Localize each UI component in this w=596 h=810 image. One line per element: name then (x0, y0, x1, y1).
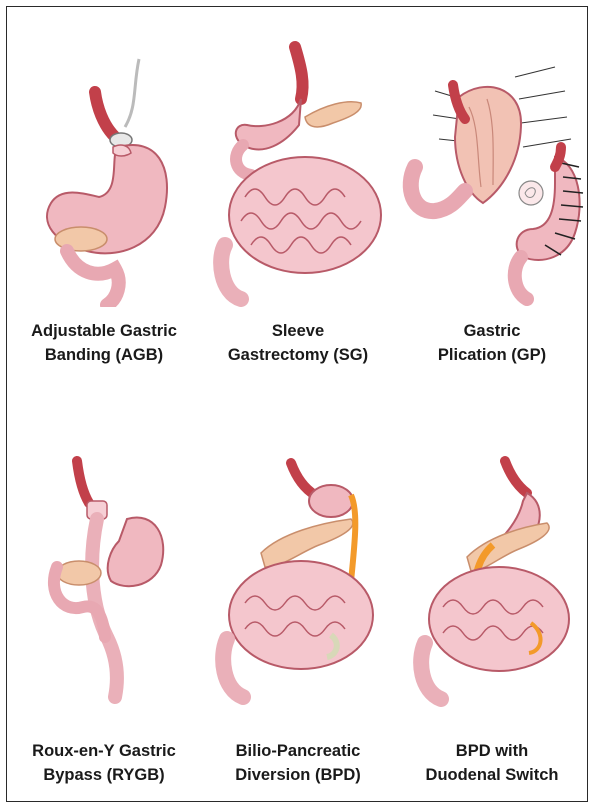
panel-ds: BPD with Duodenal Switch (395, 407, 589, 803)
pancreas (261, 519, 353, 567)
esophagus (95, 92, 115, 137)
bpd-illustration (201, 407, 395, 707)
rygb-illustration (7, 407, 201, 707)
band-tube (125, 59, 139, 127)
duodenum-2 (515, 257, 527, 299)
sg-illustration (201, 7, 395, 307)
caption-line: Gastrectomy (SG) (201, 343, 395, 367)
caption-line: Gastric (395, 319, 589, 343)
figure-frame: Adjustable Gastric Banding (AGB) Sleeve … (6, 6, 588, 802)
panel-rygb: Roux-en-Y Gastric Bypass (RYGB) (7, 407, 201, 803)
cross-section (519, 181, 543, 205)
caption-line: Roux-en-Y Gastric (7, 739, 201, 763)
esophagus (505, 461, 527, 493)
panel-bpd: Bilio-Pancreatic Diversion (BPD) (201, 407, 395, 803)
caption-line: BPD with (395, 739, 589, 763)
caption-line: Sleeve (201, 319, 395, 343)
small-intestine (229, 561, 373, 669)
caption-bpd: Bilio-Pancreatic Diversion (BPD) (201, 739, 395, 787)
large-intestine (421, 643, 441, 699)
panel-gp: Gastric Plication (GP) (395, 7, 589, 407)
esophagus (295, 47, 303, 99)
caption-line: Bypass (RYGB) (7, 763, 201, 787)
caption-ds: BPD with Duodenal Switch (395, 739, 589, 787)
caption-line: Diversion (BPD) (201, 763, 395, 787)
agb-illustration (7, 7, 201, 307)
pancreas (305, 102, 361, 127)
caption-line: Bilio-Pancreatic (201, 739, 395, 763)
large-intestine (223, 639, 243, 697)
duodenum (411, 167, 465, 211)
ds-illustration (395, 407, 589, 707)
panel-agb: Adjustable Gastric Banding (AGB) (7, 7, 201, 407)
caption-sg: Sleeve Gastrectomy (SG) (201, 319, 395, 367)
esophagus (291, 463, 315, 495)
caption-line: Duodenal Switch (395, 763, 589, 787)
duodenum (236, 145, 251, 175)
caption-line: Banding (AGB) (7, 343, 201, 367)
panel-sg: Sleeve Gastrectomy (SG) (201, 7, 395, 407)
caption-agb: Adjustable Gastric Banding (AGB) (7, 319, 201, 367)
esophagus (77, 461, 89, 503)
esophagus-2 (555, 147, 561, 167)
duodenum (67, 251, 119, 305)
large-intestine (221, 245, 241, 299)
stomach (309, 485, 353, 517)
plicated-stomach-2 (517, 157, 580, 260)
caption-line: Plication (GP) (395, 343, 589, 367)
remnant-stomach (108, 518, 164, 587)
small-intestine (229, 157, 381, 273)
pancreas (57, 561, 101, 585)
caption-line: Adjustable Gastric (7, 319, 201, 343)
gp-illustration (395, 7, 589, 307)
caption-rygb: Roux-en-Y Gastric Bypass (RYGB) (7, 739, 201, 787)
small-intestine (429, 567, 569, 671)
caption-gp: Gastric Plication (GP) (395, 319, 589, 367)
